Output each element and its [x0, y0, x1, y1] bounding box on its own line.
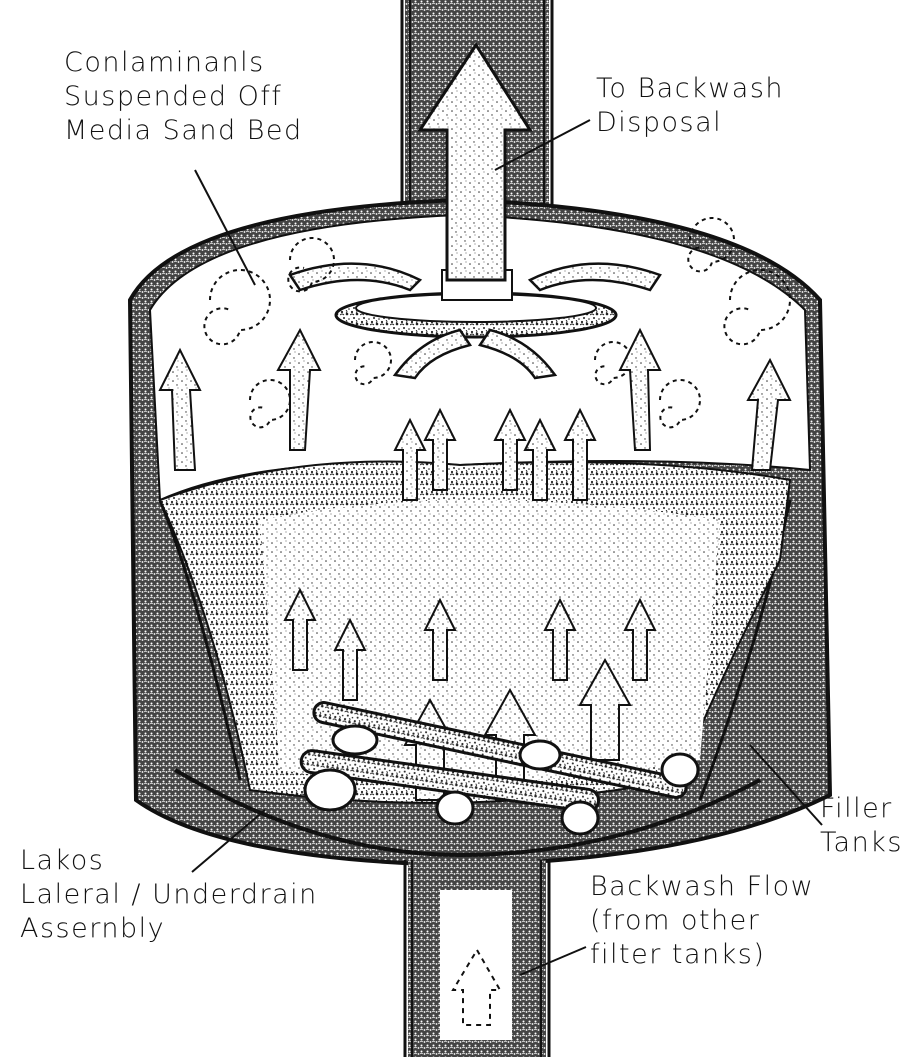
backwash-flow-line-2: (from other: [590, 904, 814, 938]
contaminants-line-1: Conlaminanls: [64, 46, 303, 80]
backwash-flow-label: Backwash Flow (from other filter tanks): [590, 870, 814, 972]
contaminants-line-3: Media Sand Bed: [64, 114, 303, 148]
filter-tanks-line-1: Filler: [820, 792, 903, 826]
lakos-line-3: Assernbly: [20, 912, 318, 946]
lakos-line-2: Laleral / Underdrain: [20, 878, 318, 912]
filter-tanks-label: Filler Tanks: [820, 792, 903, 860]
contaminants-line-2: Suspended Off: [64, 80, 303, 114]
backwash-disposal-line-1: To Backwash: [596, 72, 784, 106]
inlet-pipe: [405, 860, 549, 1057]
backwash-flow-line-1: Backwash Flow: [590, 870, 814, 904]
filter-tanks-line-2: Tanks: [820, 826, 903, 860]
lakos-line-1: Lakos: [20, 844, 318, 878]
backwash-flow-line-3: filter tanks): [590, 938, 814, 972]
lakos-assembly-label: Lakos Laleral / Underdrain Assernbly: [20, 844, 318, 946]
contaminants-label: Conlaminanls Suspended Off Media Sand Be…: [64, 46, 303, 148]
backwash-disposal-line-2: Disposal: [596, 106, 784, 140]
backwash-disposal-label: To Backwash Disposal: [596, 72, 784, 140]
